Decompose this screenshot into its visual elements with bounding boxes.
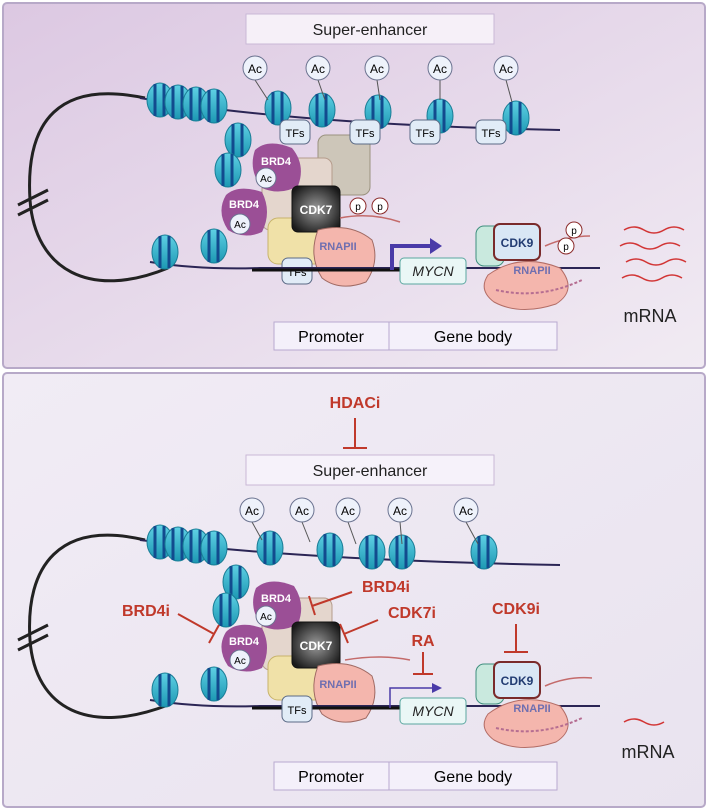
svg-text:p: p [355, 202, 361, 213]
svg-text:BRD4: BRD4 [261, 156, 292, 168]
svg-text:TFs: TFs [286, 128, 305, 140]
hdaci-label: HDACi [330, 395, 381, 412]
svg-text:TFs: TFs [416, 128, 435, 140]
svg-text:p: p [563, 242, 569, 253]
inhibitor-brd4i-right: BRD4i [308, 579, 410, 616]
svg-text:BRD4: BRD4 [261, 593, 292, 605]
inhibitor-brd4i-left: BRD4i [122, 603, 220, 644]
mrna-strands-top [619, 226, 687, 282]
svg-text:CDK9i: CDK9i [492, 601, 540, 618]
svg-text:p: p [571, 226, 577, 237]
acetyl-marks-bottom: Ac Ac Ac Ac Ac [239, 497, 479, 545]
rnapii-top-label: RNAPII [319, 241, 356, 253]
cdk7-bottom [291, 621, 341, 669]
svg-text:Gene body: Gene body [434, 329, 512, 346]
mrna-label-top: mRNA [624, 306, 677, 326]
super-enhancer-box [245, 13, 495, 45]
svg-text:p: p [377, 202, 383, 213]
svg-text:BRD4i: BRD4i [362, 579, 410, 596]
svg-text:RA: RA [411, 633, 435, 650]
rnapii-bottom [313, 663, 376, 723]
tss-arrow-bottom [389, 687, 436, 708]
svg-text:Ac: Ac [341, 504, 355, 518]
svg-text:MYCN: MYCN [412, 703, 454, 719]
svg-text:Ac: Ac [245, 504, 259, 518]
tfs-top: TFs TFs TFs TFs TFs [279, 119, 507, 285]
svg-text:Ac: Ac [234, 656, 246, 667]
mrna-strand-bottom [623, 718, 665, 726]
svg-text:RNAPII: RNAPII [319, 679, 356, 691]
gene-body-box-bottom [388, 761, 558, 791]
hdaci-inhibition [343, 418, 367, 449]
svg-text:Ac: Ac [248, 62, 262, 76]
acetyl-marks-top: Ac Ac Ac Ac Ac [242, 55, 519, 103]
rnapii-top [313, 227, 376, 287]
tfs-bottom [281, 695, 313, 723]
phospho-marks-top: p p [339, 197, 401, 223]
svg-text:Ac: Ac [499, 62, 513, 76]
svg-text:Ac: Ac [393, 504, 407, 518]
svg-text:MYCN: MYCN [412, 263, 454, 279]
svg-text:BRD4i: BRD4i [122, 603, 170, 620]
svg-text:Ac: Ac [234, 220, 246, 231]
svg-text:Ac: Ac [295, 504, 309, 518]
inhibitor-cdk7i: CDK7i [339, 605, 436, 644]
cdk9-complex-top: CDK9 RNAPII p p [475, 221, 591, 311]
mycn-gene-top [399, 257, 467, 285]
svg-text:CDK9: CDK9 [501, 674, 534, 688]
svg-text:Ac: Ac [370, 62, 384, 76]
mycn-gene-bottom [399, 697, 467, 725]
mrna-label-bottom: mRNA [622, 742, 675, 762]
cdk7-top-label: CDK7 [300, 203, 333, 217]
svg-text:Ac: Ac [260, 174, 272, 185]
brd4-bottom: BRD4 Ac BRD4 Ac [221, 581, 302, 672]
super-enhancer-label-bottom: Super-enhancer [313, 463, 428, 480]
svg-text:TFs: TFs [288, 705, 307, 717]
gene-body-box-top [388, 321, 558, 351]
svg-text:Ac: Ac [459, 504, 473, 518]
svg-text:Ac: Ac [260, 612, 272, 623]
super-enhancer-box-bottom [245, 454, 495, 486]
svg-text:Ac: Ac [311, 62, 325, 76]
svg-text:CDK9: CDK9 [501, 236, 534, 250]
cdk7-top [291, 185, 341, 233]
svg-text:Promoter: Promoter [298, 329, 364, 346]
brd4-top: BRD4 Ac BRD4 Ac [221, 143, 301, 236]
super-enhancer-label: Super-enhancer [313, 22, 428, 39]
svg-text:TFs: TFs [482, 128, 501, 140]
svg-text:RNAPII: RNAPII [513, 265, 550, 277]
inhibitor-cdk9i: CDK9i [492, 601, 540, 653]
svg-text:TFs: TFs [356, 128, 375, 140]
svg-text:Gene body: Gene body [434, 769, 512, 786]
break-mark-bottom [17, 623, 49, 652]
break-mark [17, 188, 49, 217]
svg-text:BRD4: BRD4 [229, 199, 260, 211]
svg-text:RNAPII: RNAPII [513, 703, 550, 715]
svg-text:Promoter: Promoter [298, 769, 364, 786]
cdk9-complex-bottom: CDK9 RNAPII [475, 661, 593, 749]
svg-text:CDK7i: CDK7i [388, 605, 436, 622]
inhibitor-ra: RA [411, 633, 435, 675]
dna-loop-bottom [28, 533, 169, 719]
svg-text:BRD4: BRD4 [229, 636, 260, 648]
svg-text:CDK7: CDK7 [300, 639, 333, 653]
svg-text:Ac: Ac [433, 62, 447, 76]
tss-arrow-top [390, 244, 432, 270]
